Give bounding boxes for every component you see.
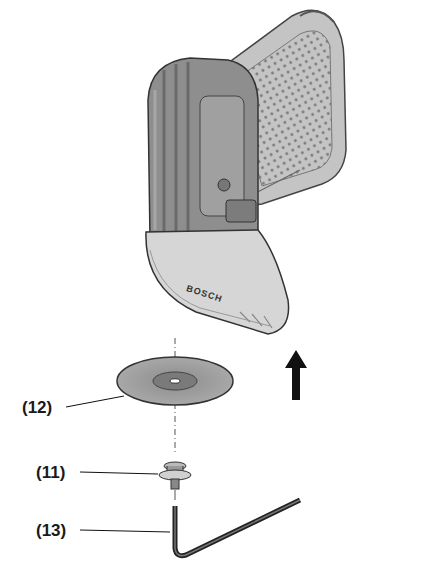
- callout-number: (11): [36, 464, 65, 481]
- callout-number: (12): [22, 399, 52, 416]
- callout-number: (13): [36, 522, 66, 539]
